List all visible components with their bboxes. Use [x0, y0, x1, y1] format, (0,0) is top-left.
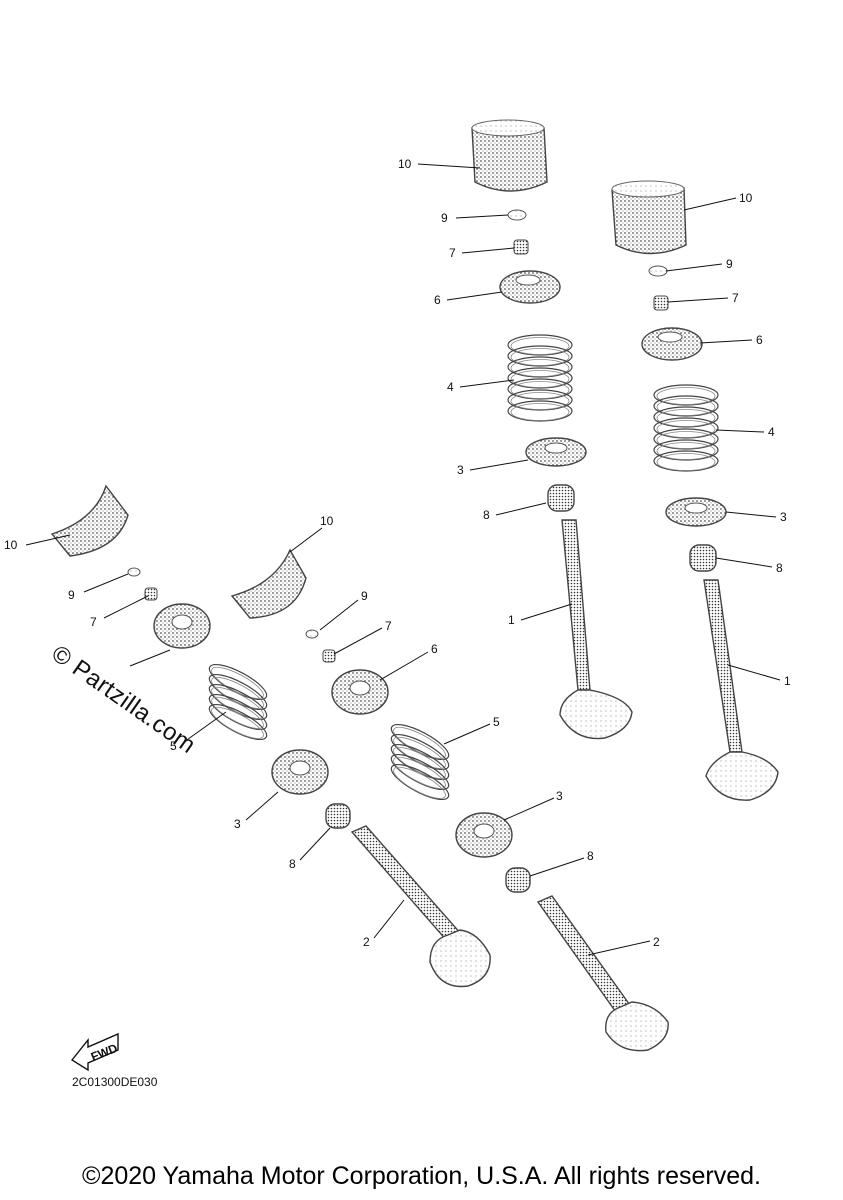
callout-6: 6 — [434, 293, 441, 307]
callout-7: 7 — [385, 619, 392, 633]
callout-6: 6 — [431, 642, 438, 656]
callout-1: 1 — [508, 613, 515, 627]
callout-4: 4 — [447, 380, 454, 394]
valve-stack-center-upper — [471, 119, 633, 740]
callout-2: 2 — [653, 935, 660, 949]
callout-3: 3 — [556, 789, 563, 803]
callout-9: 9 — [726, 257, 733, 271]
leader-lines — [25, 163, 781, 956]
callout-8: 8 — [289, 857, 296, 871]
callout-3: 3 — [234, 817, 241, 831]
callout-8: 8 — [483, 508, 490, 522]
callout-7: 7 — [449, 246, 456, 260]
callout-3: 3 — [457, 463, 464, 477]
callout-3: 3 — [780, 510, 787, 524]
diagram-reference-code: 2C01300DE030 — [72, 1075, 158, 1089]
callout-9: 9 — [441, 211, 448, 225]
valve-stack-right — [611, 180, 779, 801]
callout-6: 6 — [756, 333, 763, 347]
valve-stack-center-lower — [230, 548, 669, 1052]
fwd-arrow-icon: FWD — [70, 1032, 120, 1072]
callout-10: 10 — [320, 514, 334, 528]
callout-9: 9 — [68, 588, 75, 602]
callout-10: 10 — [398, 157, 412, 171]
callout-10: 10 — [739, 191, 753, 205]
callout-labels: 10 9 7 6 4 3 8 1 10 9 7 6 4 3 8 1 10 9 7… — [4, 157, 791, 949]
callout-1: 1 — [784, 674, 791, 688]
callout-7: 7 — [90, 615, 97, 629]
callout-7: 7 — [732, 291, 739, 305]
valve-stack-left — [50, 484, 491, 988]
callout-9: 9 — [361, 589, 368, 603]
callout-5: 5 — [170, 739, 177, 753]
callout-8: 8 — [587, 849, 594, 863]
callout-2: 2 — [363, 935, 370, 949]
callout-5: 5 — [493, 715, 500, 729]
callout-8: 8 — [776, 561, 783, 575]
copyright-notice: ©2020 Yamaha Motor Corporation, U.S.A. A… — [82, 1162, 761, 1190]
callout-10: 10 — [4, 538, 18, 552]
callout-4: 4 — [768, 425, 775, 439]
